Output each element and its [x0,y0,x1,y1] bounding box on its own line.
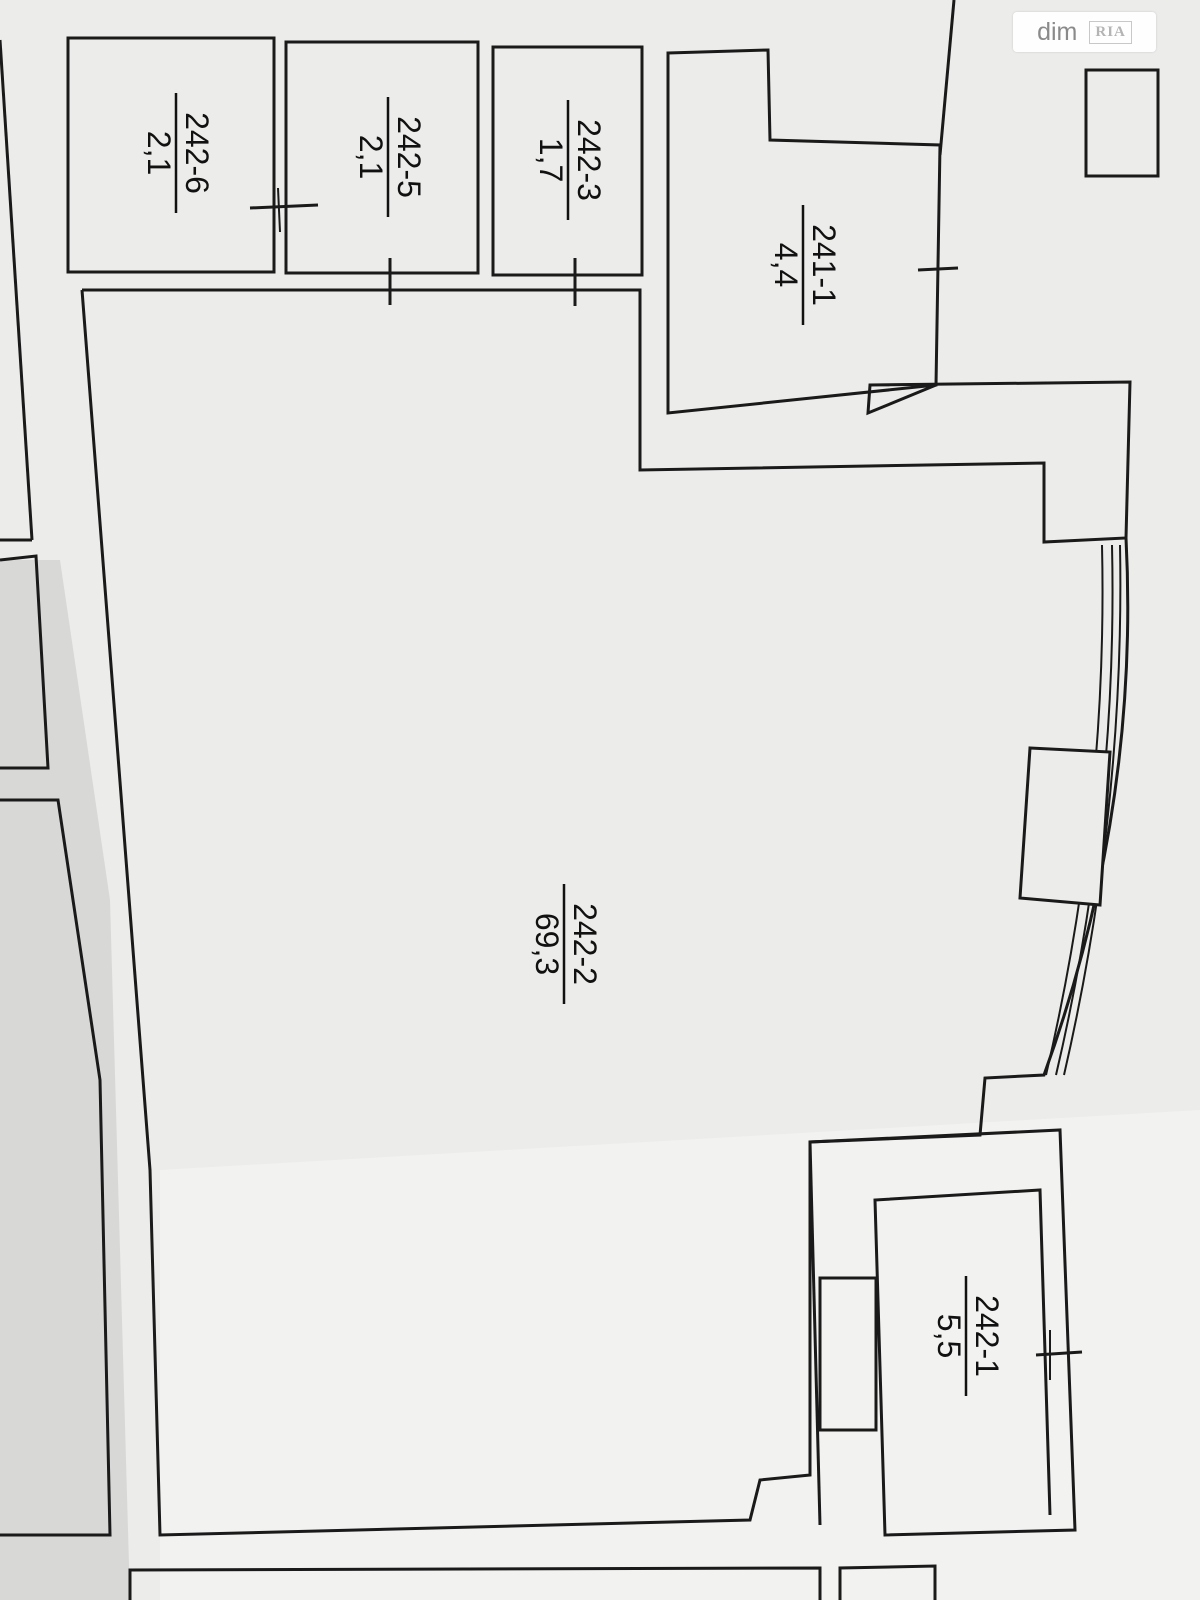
outer-wall-left-top [0,39,34,541]
top-wall-line [938,0,956,156]
label-242-5: 242-5 2,1 [353,97,427,217]
room-area: 69,3 [529,913,565,975]
room-id: 242-6 [179,112,215,194]
label-241-1: 241-1 4,4 [768,205,842,325]
watermark-site: dim [1037,17,1078,46]
room-area: 2,1 [353,135,389,179]
room-241-1-outline [666,48,942,415]
paper-lower-region [160,1110,1200,1600]
room-242-1-outline [809,1128,1077,1537]
room-242-6-outline [66,36,276,274]
room-area: 2,1 [141,131,177,175]
main-room-top-wall [82,288,1132,544]
top-right-box [1084,68,1160,178]
room-242-1-left-wall [808,1141,822,1526]
door-jamb-242-6 [277,187,281,233]
door-mark-241-1 [917,266,959,272]
outer-wall-left-bottom [0,798,112,1537]
room-242-5-outline [284,40,480,275]
room-id: 242-3 [571,119,607,201]
room-area: 4,4 [768,243,804,287]
label-242-2: 242-2 69,3 [529,884,603,1004]
door-mark-242-6 [249,203,319,210]
door-mark-242-1 [1035,1350,1083,1357]
room-id: 242-1 [969,1295,1005,1377]
room-242-1-vestibule [818,1276,878,1432]
room-id: 242-5 [391,116,427,198]
bottom-room-stub-2 [838,1564,937,1600]
dim-ria-watermark: dim RIA [1013,12,1156,52]
room-id: 242-2 [567,903,603,985]
window-niche [1018,746,1112,907]
label-242-3: 242-3 1,7 [533,100,607,220]
watermark-logo: RIA [1089,20,1132,44]
room-242-3-outline [491,45,644,277]
room-id: 241-1 [806,224,842,306]
shadow-region [0,560,130,1600]
room-area: 5,5 [931,1314,967,1358]
label-242-1: 242-1 5,5 [931,1276,1005,1396]
outer-wall-left-mid [0,554,50,770]
label-242-6: 242-6 2,1 [141,93,215,213]
room-area: 1,7 [533,138,569,182]
bottom-room-stub [128,1566,822,1600]
window-line-3 [1063,544,1122,1076]
